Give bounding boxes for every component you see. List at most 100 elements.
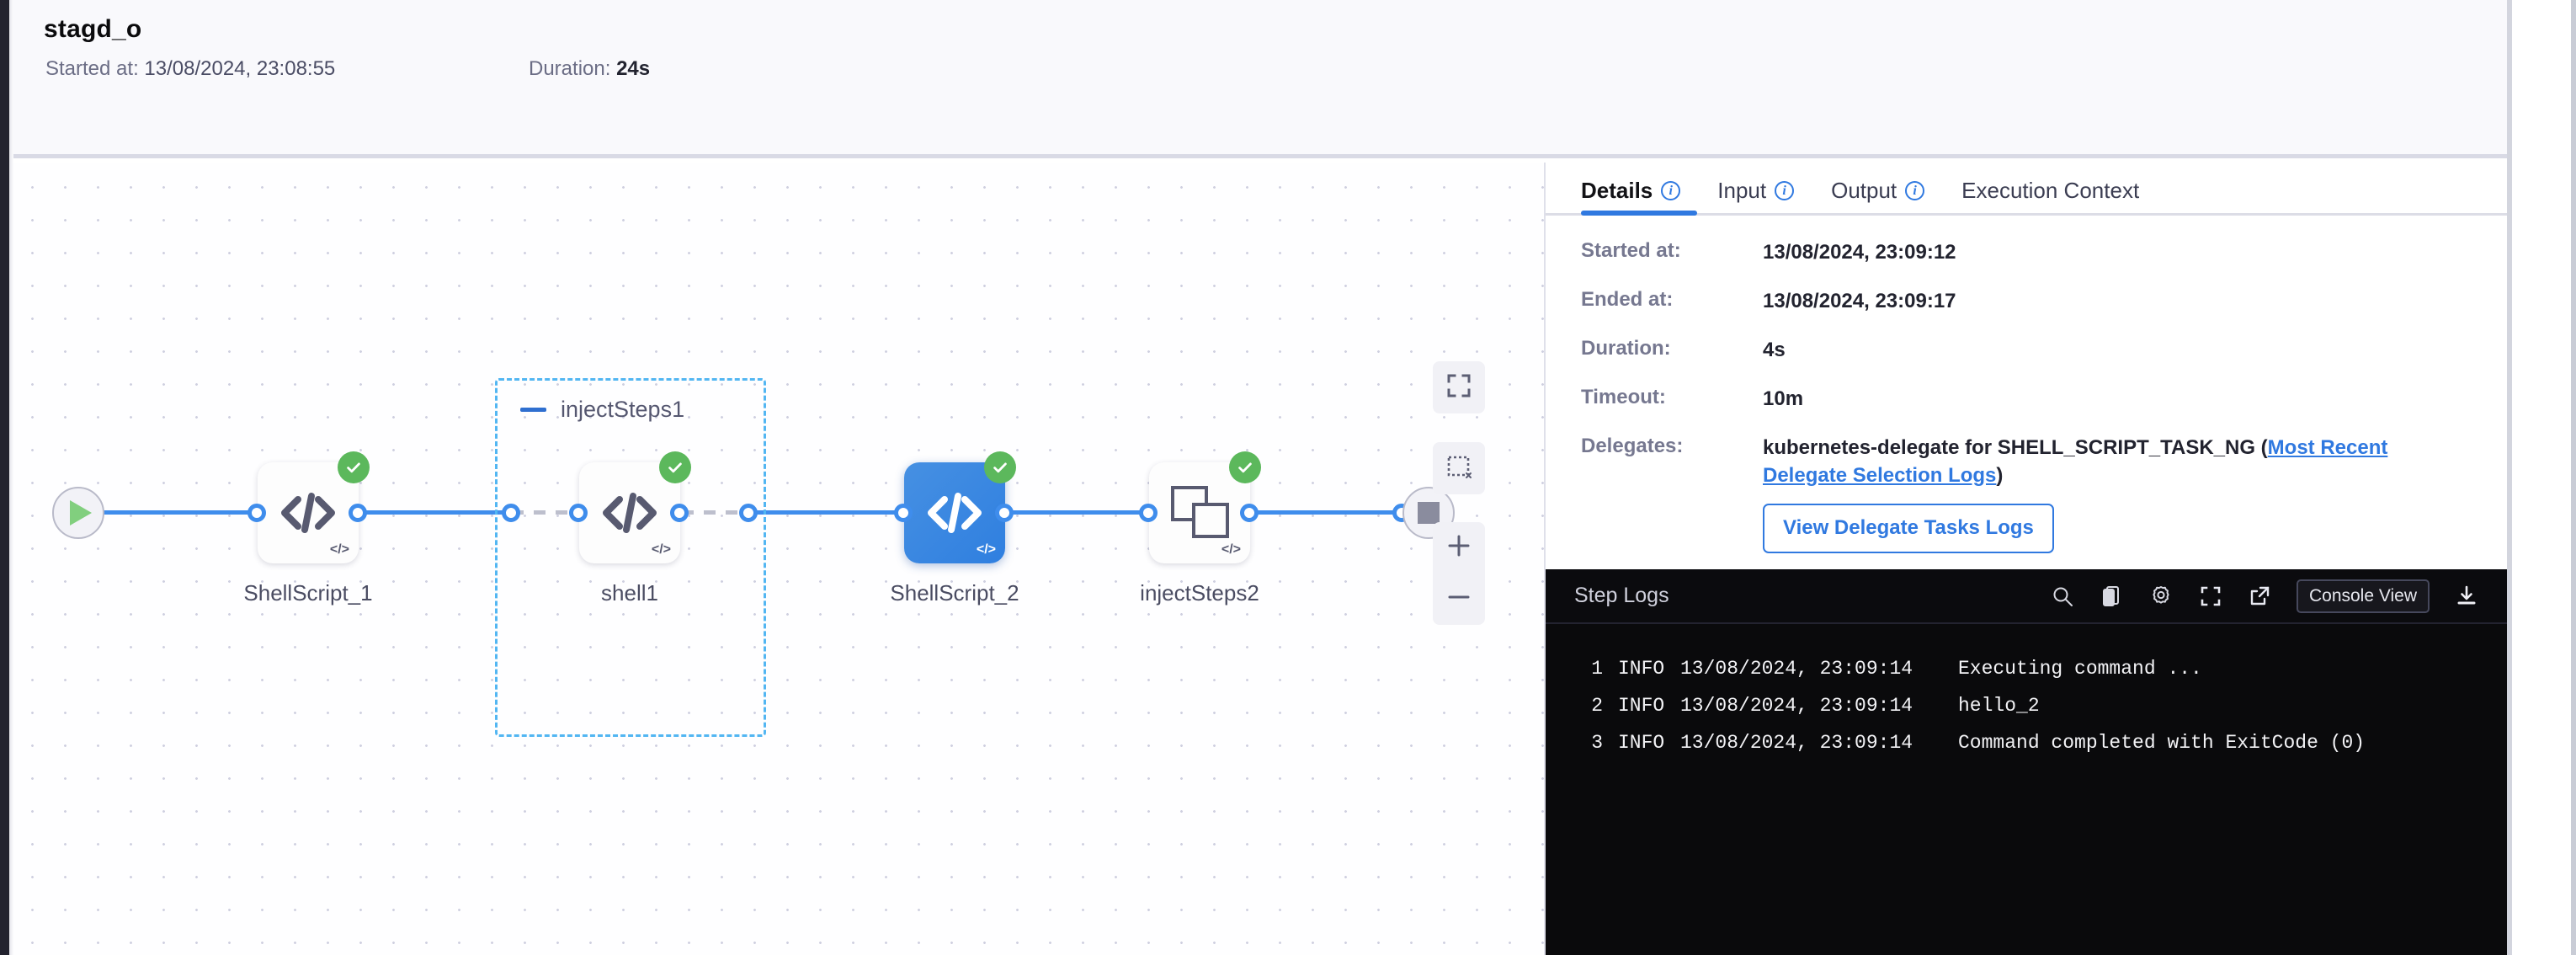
zoom-out-button[interactable] [1433, 574, 1485, 625]
duration-label: Duration: [529, 57, 611, 80]
detail-value: 10m [1763, 387, 1804, 410]
external-link-icon[interactable] [2248, 584, 2271, 608]
edge-group-out-dashed [682, 510, 749, 515]
detail-key: Started at: [1581, 239, 1681, 262]
step-node-shell1[interactable]: </> [579, 451, 691, 563]
status-success-icon [338, 451, 370, 483]
gear-icon[interactable] [2148, 584, 2174, 609]
tab-details[interactable]: Details i [1581, 162, 1697, 216]
tab-output-label: Output [1831, 177, 1897, 203]
minus-icon[interactable] [520, 408, 546, 412]
code-icon [904, 462, 1005, 563]
info-icon[interactable]: i [1775, 180, 1795, 200]
started-at-summary: Started at: 13/08/2024, 23:08:55 [45, 57, 335, 81]
console-view-button[interactable]: Console View [2296, 579, 2430, 613]
log-level: INFO [1618, 658, 1665, 680]
port-injectsteps2-out[interactable] [1240, 504, 1259, 522]
detail-row-timeout: Timeout: 10m [1546, 381, 2507, 425]
step-group-injectSteps1[interactable] [495, 378, 766, 737]
step-detail-panel: Details i Input i Output i Execution Con… [1546, 163, 2507, 955]
step-node-shellscript2[interactable]: </> [904, 451, 1016, 563]
tab-details-label: Details [1581, 177, 1653, 203]
tab-input-label: Input [1717, 177, 1767, 203]
log-level: INFO [1618, 732, 1665, 754]
port-shellscript2-in[interactable] [894, 504, 913, 522]
download-icon[interactable] [2455, 584, 2478, 608]
start-node[interactable] [52, 487, 104, 539]
log-line: 1 INFO 13/08/2024, 23:09:14 Executing co… [1574, 658, 2507, 680]
fit-to-screen-button[interactable] [1433, 361, 1485, 413]
zoom-controls[interactable] [1433, 522, 1485, 625]
page-scrollbar-gutter[interactable] [2507, 0, 2576, 955]
code-icon [258, 462, 359, 563]
zoom-out-icon [1445, 584, 1472, 615]
detail-tabs: Details i Input i Output i Execution Con… [1546, 163, 2507, 216]
started-at-value: 13/08/2024, 23:08:55 [144, 57, 336, 80]
edge-group-in-dashed [512, 510, 579, 515]
duration-value: 24s [616, 57, 651, 80]
log-line-number: 1 [1591, 658, 1603, 680]
detail-key: Timeout: [1581, 386, 1666, 408]
page-title: stagd_o [44, 15, 142, 43]
expand-icon[interactable] [2199, 584, 2222, 608]
stage-header: stagd_o Started at: 13/08/2024, 23:08:55… [13, 0, 2507, 158]
port-group-out[interactable] [739, 504, 758, 522]
port-shellscript2-out[interactable] [995, 504, 1014, 522]
step-node-shellscript1[interactable]: </> [258, 451, 370, 563]
edge-shellscript1-to-group [325, 510, 512, 515]
tab-input[interactable]: Input i [1717, 162, 1795, 215]
duration-summary: Duration: 24s [529, 57, 650, 81]
code-mini-icon: </> [329, 542, 349, 557]
view-delegate-tasks-logs-button[interactable]: View Delegate Tasks Logs [1763, 504, 2054, 553]
step-node-injectsteps2[interactable]: </> [1149, 451, 1261, 563]
status-success-icon [1229, 451, 1261, 483]
tab-output[interactable]: Output i [1831, 162, 1925, 215]
detail-key: Delegates: [1581, 435, 1684, 457]
info-icon[interactable]: i [1661, 180, 1681, 200]
port-shellscript1-in[interactable] [247, 504, 266, 522]
marquee-select-button[interactable] [1433, 442, 1485, 494]
step-group-label: injectSteps1 [561, 397, 685, 422]
detail-value-delegates: kubernetes-delegate for SHELL_SCRIPT_TAS… [1763, 429, 2428, 553]
log-level: INFO [1618, 695, 1665, 717]
step-label-shell1: shell1 [601, 580, 658, 606]
delegate-text-close: ) [1996, 463, 2004, 487]
zoom-in-button[interactable] [1433, 522, 1485, 574]
code-mini-icon: </> [976, 542, 996, 557]
log-timestamp: 13/08/2024, 23:09:14 [1680, 732, 1913, 754]
port-injectsteps2-in[interactable] [1139, 504, 1158, 522]
step-group-header[interactable]: injectSteps1 [520, 397, 684, 423]
edge-group-to-shellscript2 [749, 510, 936, 515]
step-logs-toolbar: Step Logs [1546, 569, 2507, 624]
code-mini-icon: </> [651, 542, 671, 557]
marquee-select-icon [1445, 453, 1472, 484]
step-label-shellscript1: ShellScript_1 [243, 580, 373, 606]
detail-value: 13/08/2024, 23:09:12 [1763, 241, 1956, 264]
port-shell1-out[interactable] [670, 504, 689, 522]
edge-start-to-shellscript1 [79, 510, 266, 515]
info-icon[interactable]: i [1905, 180, 1925, 200]
detail-row-ended-at: Ended at: 13/08/2024, 23:09:17 [1546, 283, 2507, 328]
tab-execution-context[interactable]: Execution Context [1961, 162, 2139, 215]
step-logs-panel: Step Logs [1546, 569, 2507, 955]
port-shell1-in[interactable] [569, 504, 588, 522]
step-label-injectsteps2: injectSteps2 [1140, 580, 1259, 606]
left-edge-strip [0, 0, 9, 955]
step-logs-tools: Console View [2051, 579, 2478, 613]
code-mini-icon: </> [1221, 542, 1241, 557]
detail-row-started-at: Started at: 13/08/2024, 23:09:12 [1546, 234, 2507, 279]
log-line: 2 INFO 13/08/2024, 23:09:14 hello_2 [1574, 695, 2507, 717]
step-logs-content[interactable]: 1 INFO 13/08/2024, 23:09:14 Executing co… [1546, 624, 2507, 754]
pipeline-graph-canvas[interactable]: injectSteps1 </> [13, 163, 1546, 955]
copy-icon[interactable] [2100, 584, 2123, 608]
left-edge-highlight [9, 0, 13, 955]
port-group-in[interactable] [502, 504, 520, 522]
step-label-shellscript2: ShellScript_2 [890, 580, 1019, 606]
code-icon [579, 462, 680, 563]
delegate-selection-logs-link[interactable]: Most Recent Delegate Selection Logs [1763, 436, 2388, 487]
search-icon[interactable] [2051, 584, 2074, 608]
log-line-number: 3 [1591, 732, 1603, 754]
port-shellscript1-out[interactable] [349, 504, 367, 522]
play-icon [70, 500, 92, 526]
